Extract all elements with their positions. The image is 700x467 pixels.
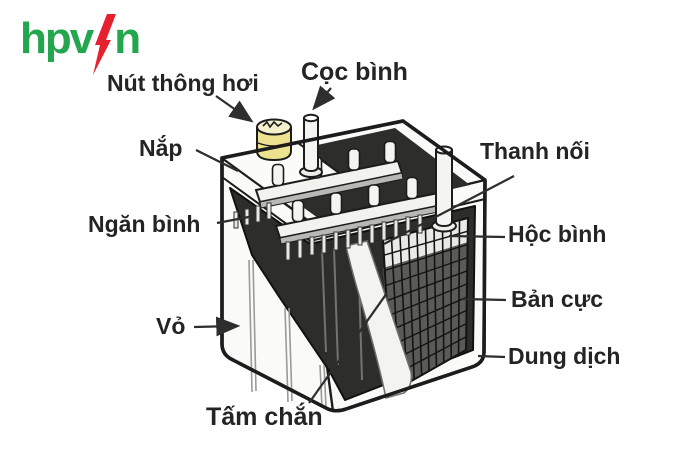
leader-separator (308, 292, 388, 404)
leader-vent-plug (215, 95, 254, 123)
label-container-cell: Hộc bình (508, 221, 607, 247)
label-separator: Tấm chắn (206, 403, 323, 431)
leader-container-cell (448, 234, 506, 239)
lightning-bolt-icon (93, 14, 117, 75)
leader-lines (193, 85, 515, 404)
label-cell-compartment: Ngăn bình (88, 211, 201, 237)
vent-plug (256, 118, 292, 162)
brand-logo: hpv n (20, 14, 141, 76)
leader-terminal-post (312, 85, 336, 111)
leader-case (193, 316, 241, 337)
logo-text-suffix: n (114, 14, 141, 63)
leader-cell-compartment (216, 214, 255, 225)
label-electrolyte: Dung dịch (508, 343, 621, 369)
label-vent-plug: Nút thông hơi (107, 70, 259, 96)
logo-text-prefix: hpv (20, 14, 94, 63)
label-lid: Nắp (139, 135, 183, 161)
leader-electrolyte (477, 354, 506, 359)
leader-lid (195, 149, 239, 172)
label-connector-bar: Thanh nối (480, 138, 590, 164)
leader-plate (462, 297, 507, 302)
separator-sheet (345, 240, 413, 399)
label-terminal-post: Cọc bình (301, 58, 408, 86)
label-case: Vỏ (156, 313, 186, 339)
label-plate: Bản cực (511, 286, 604, 312)
leader-connector-bar (383, 175, 515, 245)
terminal-posts (299, 113, 457, 233)
